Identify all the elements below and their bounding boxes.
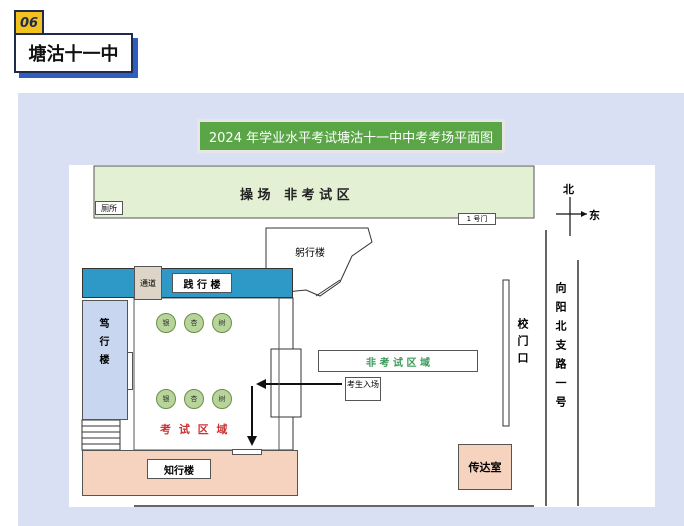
north-label: 北 bbox=[563, 183, 574, 196]
playground-block bbox=[93, 165, 535, 219]
tree-ginkgo-2: 杏 bbox=[184, 313, 204, 333]
tree-ginkgo-6: 树 bbox=[212, 389, 232, 409]
down-arrow-head bbox=[247, 436, 257, 446]
jianxing-label: 践 行 楼 bbox=[172, 273, 232, 293]
non-exam-area-label: 非 考 试 区 域 bbox=[318, 350, 478, 372]
playground-label: 操 场 非 考 试 区 bbox=[240, 188, 350, 203]
school-gate-label: 校门口 bbox=[516, 318, 529, 369]
sheheng-label: 躬行楼 bbox=[295, 248, 325, 259]
map-title: 2024 年学业水平考试塘沽十一中中考考场平面图 bbox=[197, 119, 505, 153]
gate1-label: 1 号门 bbox=[458, 213, 496, 225]
sheheng-link bbox=[315, 279, 341, 297]
stairs-left bbox=[81, 419, 121, 451]
zhixing-door bbox=[232, 449, 262, 455]
duxing-building bbox=[82, 300, 128, 420]
tree-ginkgo-5: 杏 bbox=[184, 389, 204, 409]
toilet-label: 厕所 bbox=[95, 201, 123, 215]
entry-arrow-head bbox=[256, 379, 266, 389]
zhixing-label: 知行楼 bbox=[147, 459, 211, 479]
school-name-heading: 塘沽十一中 bbox=[14, 33, 133, 73]
tree-ginkgo-4: 银 bbox=[156, 389, 176, 409]
duxing-door bbox=[127, 352, 133, 390]
road-label: 向阳北支路一号 bbox=[554, 282, 567, 415]
entry-label: 考生入场 bbox=[345, 377, 381, 401]
east-label: 东 bbox=[589, 209, 600, 222]
tree-ginkgo-3: 树 bbox=[212, 313, 232, 333]
gatehouse-label: 传达室 bbox=[458, 444, 512, 490]
tree-ginkgo-1: 银 bbox=[156, 313, 176, 333]
duxing-label: 笃行楼 bbox=[97, 318, 108, 372]
exam-area-label: 考 试 区 域 bbox=[160, 423, 230, 436]
section-number: 06 bbox=[14, 10, 44, 34]
passage-label: 通道 bbox=[134, 266, 162, 300]
compass-arrow-east bbox=[581, 211, 587, 217]
school-gate-wall bbox=[502, 279, 510, 427]
